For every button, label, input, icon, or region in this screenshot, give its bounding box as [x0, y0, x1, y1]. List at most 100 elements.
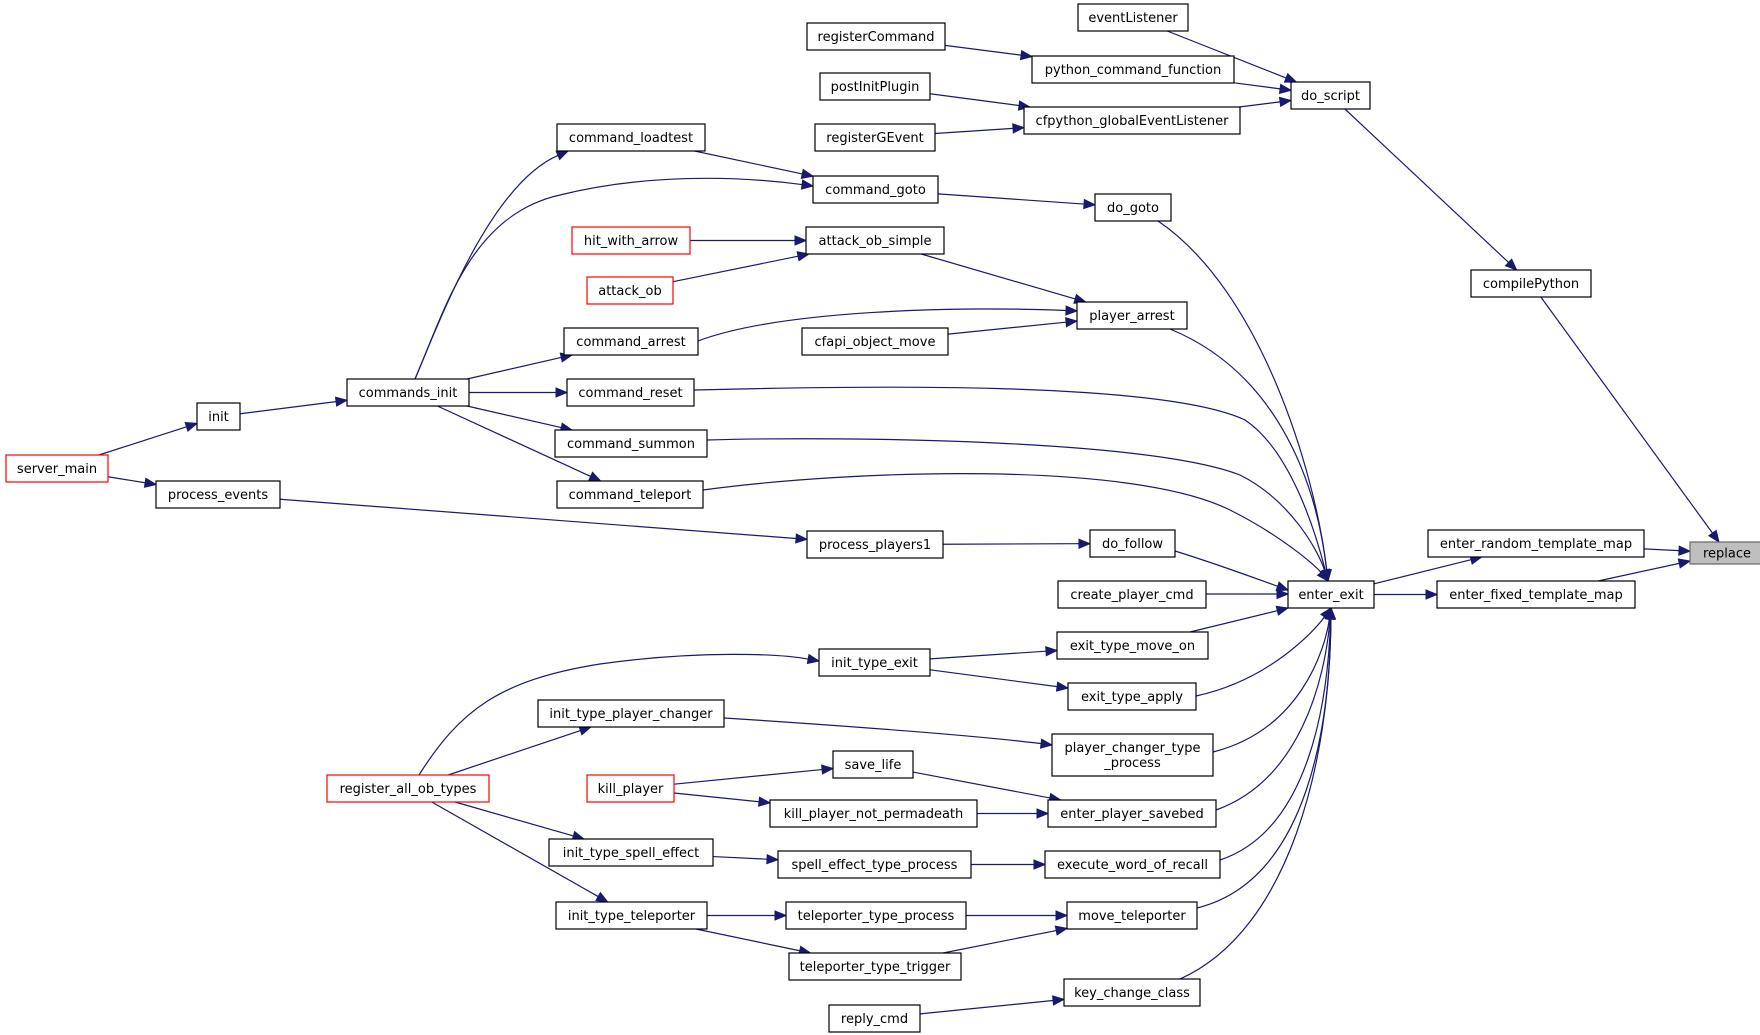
node-box[interactable]	[818, 648, 931, 677]
node-box[interactable]	[5, 454, 109, 483]
node-enter-fixed-template-map[interactable]: enter_fixed_template_map	[1436, 580, 1636, 609]
node-box[interactable]	[814, 123, 936, 152]
node-command-loadtest[interactable]: command_loadtest	[556, 123, 706, 152]
node-command-goto[interactable]: command_goto	[812, 175, 939, 204]
node-box[interactable]	[555, 901, 708, 930]
node-exit-type-move-on[interactable]: exit_type_move_on	[1056, 631, 1209, 660]
node-server-main[interactable]: server_main	[5, 454, 109, 483]
node-box[interactable]	[769, 799, 978, 828]
node-box[interactable]	[571, 226, 691, 255]
node-box[interactable]	[346, 378, 470, 407]
node-box[interactable]	[1089, 529, 1176, 558]
node-box[interactable]	[801, 327, 949, 356]
node-box[interactable]	[812, 175, 939, 204]
node-teleporter-type-process[interactable]: teleporter_type_process	[785, 901, 967, 930]
node-init[interactable]: init	[196, 402, 241, 431]
node-box[interactable]	[554, 429, 708, 458]
node-box[interactable]	[1056, 631, 1209, 660]
node-player-changer-type-process[interactable]: player_changer_type_process	[1051, 733, 1214, 777]
node-reply-cmd[interactable]: reply_cmd	[828, 1004, 921, 1033]
node-postInitPlugin[interactable]: postInitPlugin	[819, 72, 931, 101]
node-box[interactable]	[785, 901, 967, 930]
node-box[interactable]	[1066, 901, 1198, 930]
node-box[interactable]	[828, 1004, 921, 1033]
node-box[interactable]	[586, 276, 674, 305]
node-cfpython-globalEventListener[interactable]: cfpython_globalEventListener	[1023, 106, 1241, 135]
node-box[interactable]	[805, 226, 945, 255]
node-init-type-teleporter[interactable]: init_type_teleporter	[555, 901, 708, 930]
node-box[interactable]	[1023, 106, 1241, 135]
node-box[interactable]	[548, 838, 714, 867]
node-box[interactable]	[556, 123, 706, 152]
node-kill-player[interactable]: kill_player	[586, 774, 675, 803]
node-box[interactable]	[1470, 269, 1592, 298]
node-box[interactable]	[1094, 193, 1172, 222]
node-box[interactable]	[1044, 850, 1221, 879]
node-create-player-cmd[interactable]: create_player_cmd	[1057, 580, 1207, 609]
node-box[interactable]	[537, 699, 725, 728]
node-box[interactable]	[1427, 529, 1645, 558]
node-box[interactable]	[1047, 799, 1217, 828]
node-hit-with-arrow[interactable]: hit_with_arrow	[571, 226, 691, 255]
node-process-players1[interactable]: process_players1	[806, 530, 944, 559]
node-box[interactable]	[1051, 733, 1214, 777]
node-command-teleport[interactable]: command_teleport	[556, 480, 704, 509]
node-box[interactable]	[788, 952, 962, 981]
node-box[interactable]	[819, 72, 931, 101]
node-box[interactable]	[1287, 580, 1375, 609]
node-exit-type-apply[interactable]: exit_type_apply	[1067, 682, 1197, 711]
node-compilePython[interactable]: compilePython	[1470, 269, 1592, 298]
node-do-script[interactable]: do_script	[1290, 81, 1371, 110]
node-spell-effect-type-process[interactable]: spell_effect_type_process	[777, 850, 972, 879]
node-kill-player-not-permadeath[interactable]: kill_player_not_permadeath	[769, 799, 978, 828]
node-do-follow[interactable]: do_follow	[1089, 529, 1176, 558]
node-box[interactable]	[1290, 81, 1371, 110]
node-box[interactable]	[586, 774, 675, 803]
node-player-arrest[interactable]: player_arrest	[1076, 301, 1188, 330]
node-box[interactable]	[1436, 580, 1636, 609]
node-init-type-player-changer[interactable]: init_type_player_changer	[537, 699, 725, 728]
node-box[interactable]	[1067, 682, 1197, 711]
node-replace[interactable]: replace	[1689, 541, 1760, 565]
node-eventListener[interactable]: eventListener	[1077, 3, 1189, 32]
node-attack-ob[interactable]: attack_ob	[586, 276, 674, 305]
node-box[interactable]	[1689, 541, 1760, 565]
node-move-teleporter[interactable]: move_teleporter	[1066, 901, 1198, 930]
node-box[interactable]	[777, 850, 972, 879]
node-box[interactable]	[806, 22, 946, 51]
node-python-command-function[interactable]: python_command_function	[1031, 55, 1235, 84]
node-attack-ob-simple[interactable]: attack_ob_simple	[805, 226, 945, 255]
node-process-events[interactable]: process_events	[155, 480, 281, 509]
node-teleporter-type-trigger[interactable]: teleporter_type_trigger	[788, 952, 962, 981]
node-register-all-ob-types[interactable]: register_all_ob_types	[326, 774, 490, 803]
node-box[interactable]	[1077, 3, 1189, 32]
node-commands-init[interactable]: commands_init	[346, 378, 470, 407]
node-command-arrest[interactable]: command_arrest	[563, 327, 699, 356]
node-box[interactable]	[1031, 55, 1235, 84]
node-registerCommand[interactable]: registerCommand	[806, 22, 946, 51]
node-box[interactable]	[832, 750, 914, 779]
node-enter-player-savebed[interactable]: enter_player_savebed	[1047, 799, 1217, 828]
node-box[interactable]	[566, 378, 695, 407]
node-box[interactable]	[1063, 978, 1201, 1007]
node-box[interactable]	[155, 480, 281, 509]
node-box[interactable]	[806, 530, 944, 559]
node-command-summon[interactable]: command_summon	[554, 429, 708, 458]
node-key-change-class[interactable]: key_change_class	[1063, 978, 1201, 1007]
node-box[interactable]	[196, 402, 241, 431]
node-box[interactable]	[1076, 301, 1188, 330]
node-box[interactable]	[326, 774, 490, 803]
node-box[interactable]	[563, 327, 699, 356]
node-registerGEvent[interactable]: registerGEvent	[814, 123, 936, 152]
node-enter-exit[interactable]: enter_exit	[1287, 580, 1375, 609]
node-init-type-exit[interactable]: init_type_exit	[818, 648, 931, 677]
node-box[interactable]	[556, 480, 704, 509]
node-cfapi-object-move[interactable]: cfapi_object_move	[801, 327, 949, 356]
node-do-goto[interactable]: do_goto	[1094, 193, 1172, 222]
node-command-reset[interactable]: command_reset	[566, 378, 695, 407]
node-enter-random-template-map[interactable]: enter_random_template_map	[1427, 529, 1645, 558]
node-execute-word-of-recall[interactable]: execute_word_of_recall	[1044, 850, 1221, 879]
node-init-type-spell-effect[interactable]: init_type_spell_effect	[548, 838, 714, 867]
node-save-life[interactable]: save_life	[832, 750, 914, 779]
node-box[interactable]	[1057, 580, 1207, 609]
